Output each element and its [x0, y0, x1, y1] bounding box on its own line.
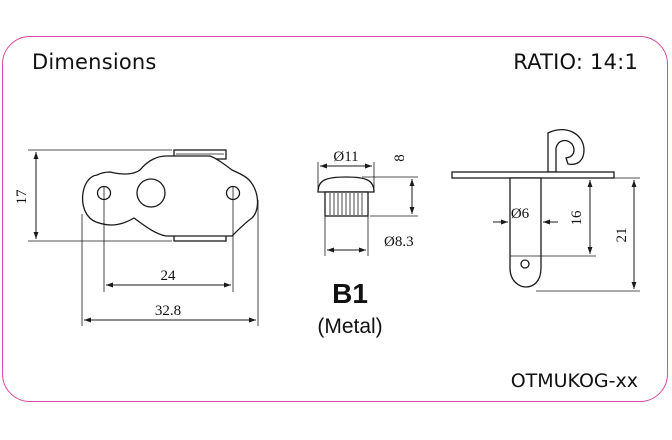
side-plate [451, 171, 615, 179]
center-hole [136, 178, 166, 208]
part-code: OTMUKOG-xx [510, 370, 638, 392]
hook [547, 128, 585, 173]
page-title: Dimensions [32, 50, 157, 74]
scale-ratio: RATIO: 14:1 [513, 50, 638, 74]
dim-cap-diameter: Ø11 [333, 149, 358, 165]
plate-outline [81, 155, 259, 237]
cap-dome [317, 176, 375, 193]
base-plate-view: 17 24 32.8 [14, 149, 259, 326]
button-cap-view: Ø11 8 Ø8.3 B1 (Metal) [317, 149, 418, 338]
dim-pin-diameter: Ø6 [511, 206, 530, 222]
model-material: (Metal) [317, 315, 382, 338]
dim-pin-length: 16 [569, 210, 585, 226]
shank-knurling [329, 193, 363, 215]
pin [509, 177, 542, 288]
dim-plate-height: 17 [14, 189, 30, 205]
cap-shank [324, 191, 369, 217]
side-view: Ø6 16 21 [451, 128, 640, 292]
model-code: B1 [332, 278, 368, 309]
dim-plate-width: 32.8 [155, 303, 181, 319]
dim-total-height: 21 [614, 228, 630, 243]
dim-hole-spacing: 24 [161, 268, 177, 284]
dim-shank-diameter: Ø8.3 [384, 234, 414, 250]
pin-hole [520, 259, 530, 269]
dim-cap-height: 8 [392, 154, 408, 162]
